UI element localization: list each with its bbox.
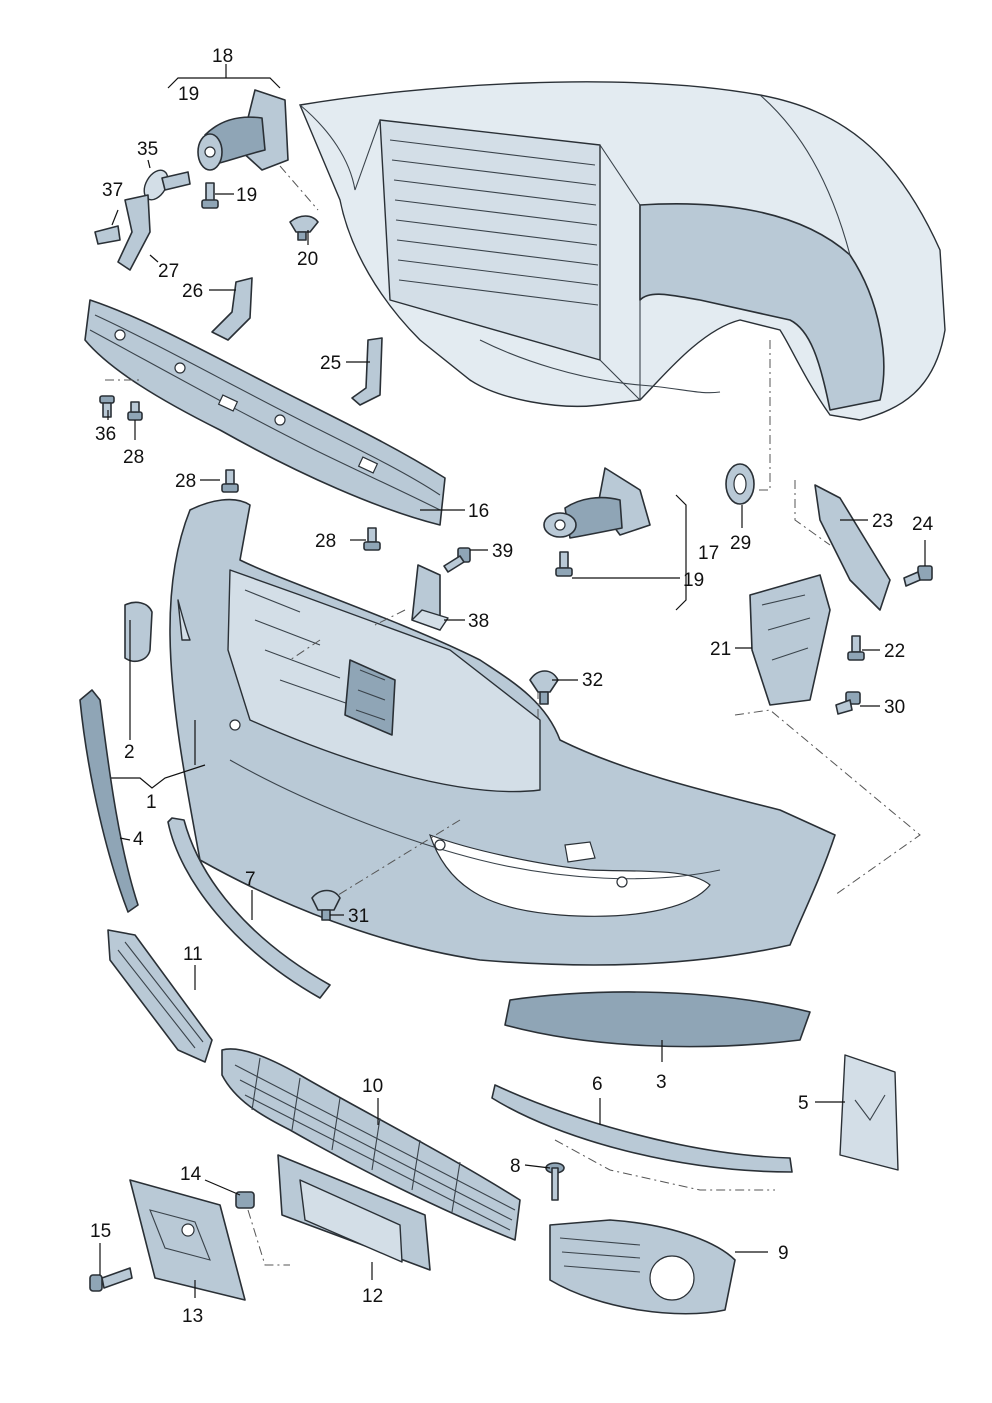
bumper-carrier-16 [84,299,446,526]
screw-22 [847,635,865,661]
label-20: 20 [297,249,318,270]
screw-36 [99,395,115,418]
label-6: 6 [592,1074,603,1095]
label-31: 31 [348,906,369,927]
tow-eye-bracket-left [197,89,289,171]
label-1: 1 [146,792,157,813]
plate-base-12 [277,1154,431,1271]
label-3: 3 [656,1072,667,1093]
label-18: 18 [212,46,233,67]
bracket-27 [117,194,151,271]
screw-32 [529,670,559,705]
label-8: 8 [510,1156,521,1177]
label-2: 2 [124,742,135,763]
screw-28-left [127,401,143,421]
label-21: 21 [710,639,731,660]
label-10: 10 [362,1076,383,1097]
label-27: 27 [158,261,179,282]
label-28-left: 28 [123,447,144,468]
label-19-right: 19 [683,570,704,591]
towing-eye [143,169,191,201]
label-7: 7 [245,869,256,890]
screw-28-mid [221,469,239,493]
clip-37 [94,225,121,245]
label-36: 36 [95,424,116,445]
screw-28-lower [363,527,381,551]
leader-lines [99,64,926,1298]
trim-strip-4 [79,689,139,913]
label-37: 37 [102,180,123,201]
bracket-25 [351,337,383,406]
bumper-cover-1 [169,498,836,966]
label-35: 35 [137,139,158,160]
bracket-26 [211,277,253,341]
label-39: 39 [492,541,513,562]
screw-20-top [289,215,319,241]
fog-light-grille-9 [549,1219,736,1315]
screw-30 [835,691,861,715]
tow-eye-bracket-right [543,467,651,539]
part-number-labels: 18 19 35 37 19 20 27 26 25 36 28 28 16 2… [90,46,934,1327]
label-4: 4 [133,829,144,850]
grille-side-11 [107,929,213,1063]
label-25: 25 [320,353,341,374]
label-9: 9 [778,1243,789,1264]
vehicle-front-body [299,81,946,421]
label-14: 14 [180,1164,202,1185]
label-28-mid: 28 [175,471,196,492]
label-12: 12 [362,1286,383,1307]
label-5: 5 [798,1093,809,1114]
label-15: 15 [90,1221,111,1242]
grommet-29 [725,463,755,505]
clip-14 [235,1191,255,1209]
repair-pouch-5 [839,1054,899,1171]
screw-19-top [201,182,219,209]
lower-grille-10 [221,1048,521,1241]
rivet-8 [545,1162,565,1201]
label-30: 30 [884,697,905,718]
screw-31 [311,889,341,921]
label-26: 26 [182,281,203,302]
bracket-38 [411,564,449,631]
plate-holder-13 [129,1179,246,1301]
label-17: 17 [698,543,719,564]
screw-39 [443,547,471,573]
label-32: 32 [582,670,603,691]
label-19-top: 19 [178,84,199,105]
screw-15 [89,1267,133,1292]
label-28-lower: 28 [315,531,336,552]
label-19-screw: 19 [236,185,257,206]
label-29: 29 [730,533,751,554]
bracket-23 [814,484,891,611]
label-22: 22 [884,641,905,662]
label-23: 23 [872,511,893,532]
label-11: 11 [183,944,203,965]
label-16: 16 [468,501,489,522]
label-13: 13 [182,1306,203,1327]
spoiler-7 [167,817,331,999]
spoiler-lip-6 [491,1084,793,1173]
label-24: 24 [912,514,934,535]
screw-24 [903,565,933,587]
guide-21 [749,574,831,706]
label-38: 38 [468,611,489,632]
screw-19-right [555,551,573,577]
trim-strip-3 [504,991,811,1048]
cap-2 [124,601,153,662]
